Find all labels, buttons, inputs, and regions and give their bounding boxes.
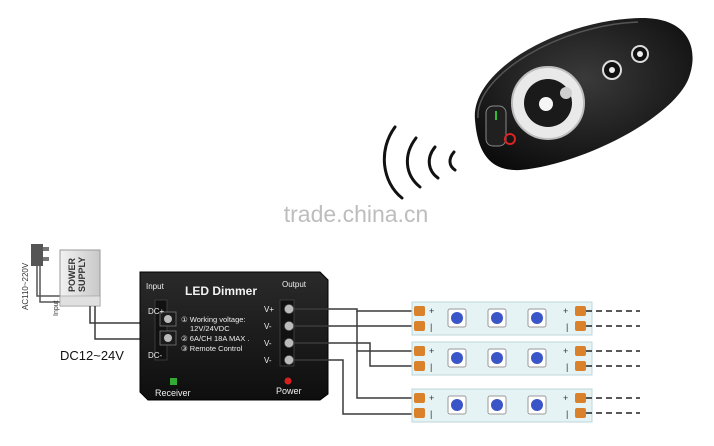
strip-1-plus-left: + <box>429 306 434 316</box>
ac-voltage-label: AC110~220V <box>21 262 30 310</box>
strip-3-plus-left: + <box>429 393 434 403</box>
led-strip-2: + | + | <box>411 341 640 376</box>
dc-minus-wire <box>94 306 157 340</box>
dc-plus-label: DC+ <box>148 307 165 316</box>
strip-2-leds <box>447 348 547 368</box>
dimmer-title: LED Dimmer <box>185 284 257 298</box>
led-strip-1: + | + | <box>411 301 640 336</box>
strip-1-minus-right: | <box>566 322 568 332</box>
dimmer-input-label: Input <box>146 282 165 291</box>
power-supply-label-1: POWER <box>67 257 77 292</box>
strip-2-plus-left: + <box>429 346 434 356</box>
remote-control-icon <box>474 17 693 171</box>
spec-voltage-value: 12V/24VDC <box>190 324 230 333</box>
dimmer-output-label: Output <box>282 280 307 289</box>
strip-3-minus-left: | <box>430 409 432 419</box>
power-indicator <box>284 377 292 385</box>
remote-power-button[interactable] <box>485 105 507 147</box>
strip-2-minus-right: | <box>566 362 568 372</box>
receiver-label: Receiver <box>155 388 191 398</box>
center-button[interactable] <box>539 97 553 111</box>
strip-3-leds <box>447 395 547 415</box>
led-dimmer: LED Dimmer Input Output DC+ DC- ① Workin… <box>139 271 329 401</box>
spec-current: ② 6A/CH 18A MAX . <box>181 334 249 343</box>
led-strip-3: + | + | <box>411 388 640 423</box>
wireless-signal-icon <box>382 125 457 200</box>
power-label: Power <box>276 386 302 396</box>
output-wires <box>294 308 412 415</box>
dc-plus-wire <box>89 306 157 324</box>
strip-3-minus-right: | <box>566 409 568 419</box>
power-plug-icon <box>31 244 64 303</box>
power-supply: POWER SUPPLY Input <box>53 249 101 316</box>
output-label-3: V- <box>264 339 272 348</box>
dc-voltage-label: DC12~24V <box>60 348 124 363</box>
dc-minus-label: DC- <box>148 351 163 360</box>
strip-1-leds <box>447 308 547 328</box>
strip-1-minus-left: | <box>430 322 432 332</box>
spec-voltage: ① Working voltage: <box>181 315 246 324</box>
strip-3-plus-right: + <box>563 393 568 403</box>
strip-1-plus-right: + <box>563 306 568 316</box>
output-label-2: V- <box>264 322 272 331</box>
spec-remote: ③ Remote Control <box>181 344 243 353</box>
output-label-1: V+ <box>264 305 274 314</box>
receiver-indicator <box>170 378 177 385</box>
strip-2-minus-left: | <box>430 362 432 372</box>
strip-2-plus-right: + <box>563 346 568 356</box>
power-supply-label-2: SUPPLY <box>77 257 87 292</box>
output-label-4: V- <box>264 356 272 365</box>
watermark: trade.china.cn <box>284 201 428 227</box>
power-supply-input-label: Input <box>53 300 60 316</box>
